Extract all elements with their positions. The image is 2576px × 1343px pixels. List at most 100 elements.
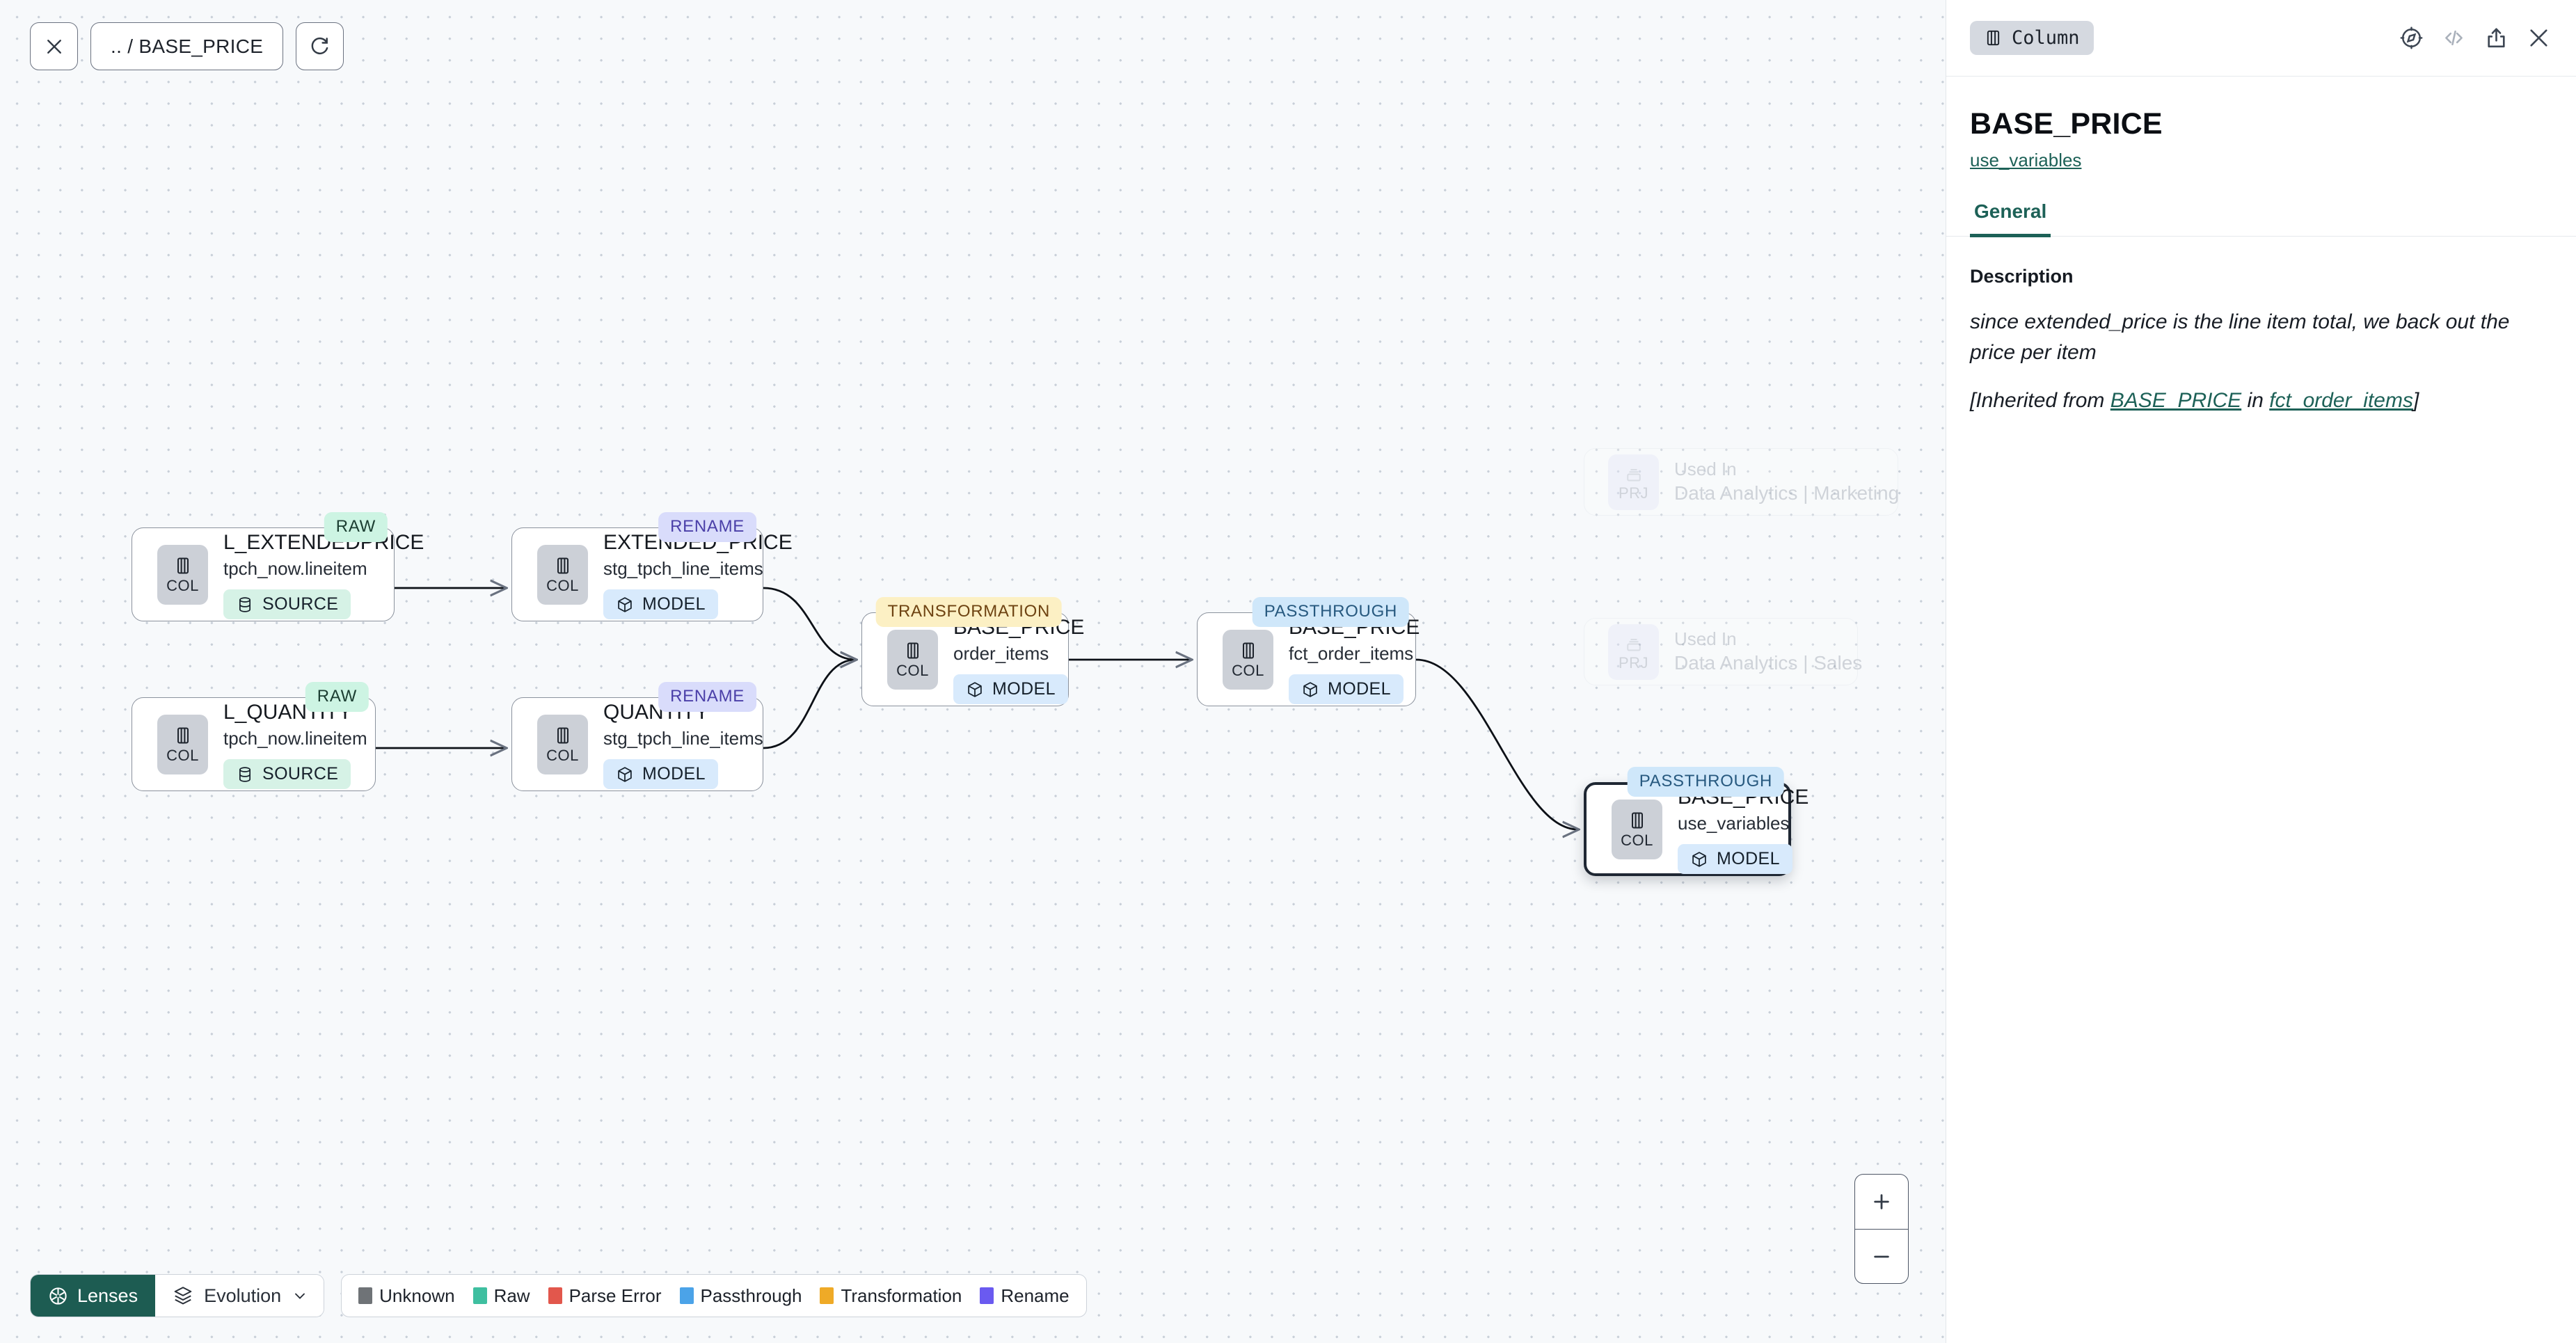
node-subtitle: order_items — [953, 643, 1049, 665]
legend-item: Parse Error — [548, 1285, 662, 1307]
panel-tabs: General — [1946, 200, 2576, 237]
close-button[interactable] — [30, 22, 78, 70]
node-type-chip: COL — [887, 629, 938, 690]
node-tag: PASSTHROUGH — [1627, 767, 1784, 797]
layers-icon — [174, 1287, 192, 1305]
node-type-chip: COL — [157, 714, 208, 774]
share-button[interactable] — [2484, 26, 2509, 50]
node-badge-label: SOURCE — [262, 594, 339, 614]
node-type-chip: PRJ — [1608, 454, 1659, 510]
node-type-label: COL — [546, 747, 579, 764]
node-tag: RAW — [305, 682, 369, 712]
entity-kind-chip[interactable]: Column — [1970, 21, 2094, 55]
share-icon — [2488, 28, 2505, 48]
inherited-prefix: [Inherited from — [1970, 389, 2110, 412]
details-panel-header: Column — [1946, 0, 2576, 77]
legend-item: Transformation — [820, 1285, 962, 1307]
column-icon — [1631, 812, 1643, 829]
close-icon — [2530, 29, 2547, 47]
node-type-label: PRJ — [1618, 653, 1649, 672]
node-subtitle: fct_order_items — [1289, 643, 1414, 665]
page-title: BASE_PRICE — [1970, 107, 2163, 141]
node-type-label: COL — [1232, 662, 1264, 679]
zoom-controls — [1854, 1174, 1909, 1284]
cube-icon — [618, 766, 632, 782]
project-icon — [1626, 468, 1641, 481]
node-subtitle: tpch_now.lineitem — [223, 558, 367, 580]
close-icon — [47, 39, 61, 54]
lenses-label: Lenses — [77, 1285, 138, 1306]
plus-icon — [1874, 1194, 1889, 1209]
breadcrumb[interactable]: .. / BASE_PRICE — [90, 22, 284, 70]
database-icon — [239, 596, 251, 612]
refresh-icon — [311, 37, 328, 55]
chevron-down-icon — [295, 1293, 305, 1299]
node-subtitle: tpch_now.lineitem — [223, 728, 367, 749]
node-type-chip: COL — [1612, 799, 1662, 859]
legend-swatch — [679, 1287, 694, 1304]
evolution-dropdown[interactable]: Evolution — [155, 1275, 324, 1317]
column-icon — [557, 557, 569, 574]
column-icon — [907, 642, 919, 659]
node-badge-label: SOURCE — [262, 764, 339, 784]
explore-button[interactable] — [2399, 26, 2424, 50]
inherited-column-link[interactable]: BASE_PRICE — [2110, 389, 2242, 412]
node-type-chip: COL — [537, 714, 588, 774]
node-type-label: PRJ — [1618, 484, 1649, 502]
cube-icon — [1303, 681, 1317, 697]
compass-icon — [2400, 26, 2423, 49]
legend-label: Unknown — [379, 1285, 455, 1306]
panel-header-actions — [2399, 26, 2551, 50]
node-tag: TRANSFORMATION — [875, 597, 1062, 627]
cube-icon — [618, 596, 632, 612]
inherited-suffix: ] — [2412, 389, 2419, 412]
legend-label: Rename — [1001, 1285, 1070, 1306]
node-subtitle: stg_tpch_line_items — [603, 728, 763, 749]
node-badge-label: MODEL — [642, 594, 706, 614]
node-type-chip: COL — [537, 544, 588, 605]
node-title: L_EXTENDEDPRICE — [223, 530, 424, 554]
breadcrumb-label: .. / BASE_PRICE — [111, 35, 264, 57]
refresh-button[interactable] — [296, 22, 344, 70]
node-type-label: COL — [1621, 832, 1653, 849]
tab-general[interactable]: General — [1970, 200, 2051, 237]
node-badge: MODEL — [603, 759, 718, 790]
lineage-canvas[interactable]: .. / BASE_PRICE COL L_EXTENDEDPRICE tpch_n… — [0, 0, 1946, 1343]
zoom-out-button[interactable] — [1855, 1229, 1908, 1283]
description-label: Description — [1970, 266, 2074, 287]
used-in-target: Data Analytics | Marketing — [1674, 482, 1900, 504]
column-icon — [557, 727, 569, 744]
node-type-label: COL — [166, 577, 199, 594]
description-section: Description since extended_price is the … — [1946, 237, 2576, 416]
inherited-model-link[interactable]: fct_order_items — [2269, 389, 2413, 412]
lenses-button[interactable]: Lenses — [31, 1275, 156, 1317]
parent-model-link[interactable]: use_variables — [1970, 150, 2082, 170]
legend-item: Passthrough — [679, 1285, 802, 1307]
node-badge-label: MODEL — [642, 764, 706, 784]
view-code-button[interactable] — [2442, 26, 2466, 50]
zoom-in-button[interactable] — [1855, 1175, 1908, 1229]
node-type-chip: COL — [1223, 629, 1273, 690]
legend-swatch — [980, 1287, 994, 1304]
column-icon — [177, 727, 189, 744]
node-type-label: COL — [546, 577, 579, 594]
node-badge-label: MODEL — [1717, 849, 1780, 869]
node-tag: RENAME — [658, 512, 756, 542]
panel-close-button[interactable] — [2527, 26, 2551, 50]
